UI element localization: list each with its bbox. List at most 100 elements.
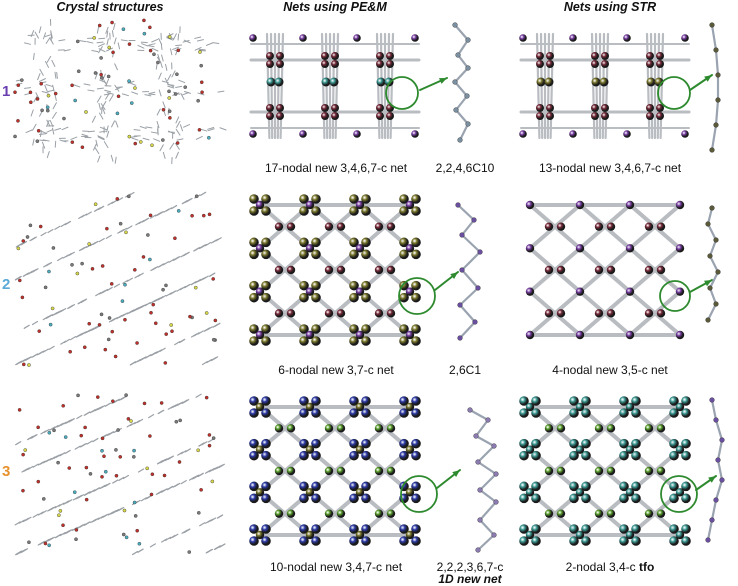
caption-row2-chain: 2,6C1 bbox=[425, 363, 505, 377]
net-node bbox=[545, 424, 553, 432]
net-node bbox=[646, 104, 654, 112]
net-node bbox=[645, 424, 653, 432]
crystal-bond bbox=[201, 192, 206, 195]
net-node-purple bbox=[681, 34, 689, 42]
caption-row3-str-bold: tfo bbox=[639, 560, 654, 574]
crystal-bond bbox=[176, 117, 179, 123]
net-node bbox=[276, 60, 284, 68]
net-node-purple bbox=[623, 34, 631, 42]
net-node bbox=[601, 52, 609, 60]
crystal-atom bbox=[175, 420, 178, 423]
net-node bbox=[591, 112, 599, 120]
net-node-center bbox=[356, 531, 364, 539]
caption-row3-pem-net: 10-nodal new 3,4,7-c net bbox=[256, 560, 416, 574]
chain-row2-pem-node bbox=[460, 233, 465, 238]
chain-row1-str-node bbox=[710, 148, 715, 153]
chain-row3-str-bond bbox=[708, 520, 712, 540]
crystal-atom bbox=[74, 538, 77, 541]
crystal-atom bbox=[167, 90, 170, 93]
crystal-atom bbox=[59, 509, 62, 512]
crystal-bond bbox=[196, 136, 202, 139]
crystal-atom bbox=[174, 92, 177, 95]
crystal-atom bbox=[20, 79, 23, 82]
net-node bbox=[331, 52, 339, 60]
crystal-atom bbox=[44, 286, 47, 289]
crystal-bond bbox=[175, 342, 180, 345]
net-node bbox=[545, 78, 554, 87]
crystal-atom bbox=[123, 318, 126, 321]
crystal-atom bbox=[133, 501, 136, 504]
crystal-atom bbox=[208, 444, 211, 447]
net-node bbox=[601, 104, 609, 112]
crystal-atom bbox=[85, 466, 88, 469]
crystal-bond bbox=[145, 95, 151, 96]
crystal-atom bbox=[179, 419, 182, 422]
crystal-bond bbox=[184, 400, 189, 403]
crystal-atom bbox=[124, 231, 127, 234]
net-node-purple bbox=[299, 34, 307, 42]
net-node-purple bbox=[411, 130, 419, 138]
crystal-bond bbox=[114, 284, 119, 287]
crystal-bond bbox=[180, 339, 185, 342]
chain-row1-pem-node bbox=[458, 138, 463, 143]
crystal-atom bbox=[119, 455, 122, 458]
net-node bbox=[595, 266, 603, 274]
crystal-atom bbox=[29, 91, 32, 94]
net-node bbox=[275, 509, 283, 517]
net-node bbox=[337, 222, 345, 230]
crystal-bond bbox=[122, 94, 128, 96]
crystal-bond bbox=[38, 74, 40, 80]
caption-row2-str-net: 4-nodal new 3,5-c net bbox=[530, 363, 690, 377]
crystal-bond bbox=[149, 94, 155, 95]
crystal-atom bbox=[130, 101, 133, 104]
crystal-bond bbox=[33, 124, 36, 130]
chain-row3-str-node bbox=[714, 498, 719, 503]
chain-row1-pem-bond bbox=[456, 110, 468, 124]
crystal-bond bbox=[55, 94, 56, 100]
net-node bbox=[267, 78, 276, 87]
crystal-bond bbox=[33, 139, 34, 145]
crystal-bond bbox=[210, 273, 215, 276]
crystal-atom bbox=[175, 73, 178, 76]
caption-row1-pem-net: 17-nodal new 3,4,6,7-c net bbox=[256, 161, 416, 175]
crystal-atom bbox=[16, 119, 19, 122]
crystal-bond bbox=[179, 80, 185, 82]
crystal-atom bbox=[188, 315, 191, 318]
crystal-atom bbox=[177, 49, 180, 52]
chain-row3-pem-node bbox=[478, 488, 483, 493]
crystal-atom bbox=[177, 209, 180, 212]
net-node-center bbox=[626, 531, 634, 539]
crystal-bond bbox=[134, 130, 140, 131]
crystal-bond bbox=[48, 229, 53, 232]
net-node bbox=[331, 104, 339, 112]
crystal-bond bbox=[116, 121, 118, 127]
chain-row1-pem-node bbox=[466, 38, 471, 43]
crystal-atom bbox=[160, 401, 163, 404]
crystal-bond bbox=[159, 73, 162, 79]
chain-row1-pem-node bbox=[453, 80, 458, 85]
net-node bbox=[645, 467, 653, 475]
crystal-bond bbox=[132, 92, 138, 94]
crystal-atom bbox=[123, 283, 126, 286]
crystal-bond bbox=[95, 148, 99, 154]
crystal-atom bbox=[165, 333, 168, 336]
crystal-bond bbox=[93, 241, 98, 244]
crystal-atom bbox=[83, 346, 86, 349]
net-node bbox=[287, 266, 295, 274]
crystal-atom bbox=[100, 73, 103, 76]
crystal-atom bbox=[202, 214, 205, 217]
net-node-center bbox=[626, 287, 634, 295]
crystal-atom bbox=[143, 32, 146, 35]
crystal-bond bbox=[31, 237, 36, 240]
crystal-atom bbox=[164, 284, 167, 287]
net-node-center bbox=[256, 331, 264, 339]
crystal-bond bbox=[59, 40, 65, 41]
chain-row2-pem-bond bbox=[462, 220, 474, 235]
chain-row2-pem-node bbox=[472, 218, 477, 223]
net-node-center bbox=[306, 244, 314, 252]
crystal-atom bbox=[190, 214, 193, 217]
crystal-atom bbox=[84, 426, 87, 429]
chain-row3-pem-bond bbox=[476, 420, 488, 436]
crystal-atom bbox=[93, 36, 96, 39]
crystal-atom bbox=[36, 140, 39, 143]
